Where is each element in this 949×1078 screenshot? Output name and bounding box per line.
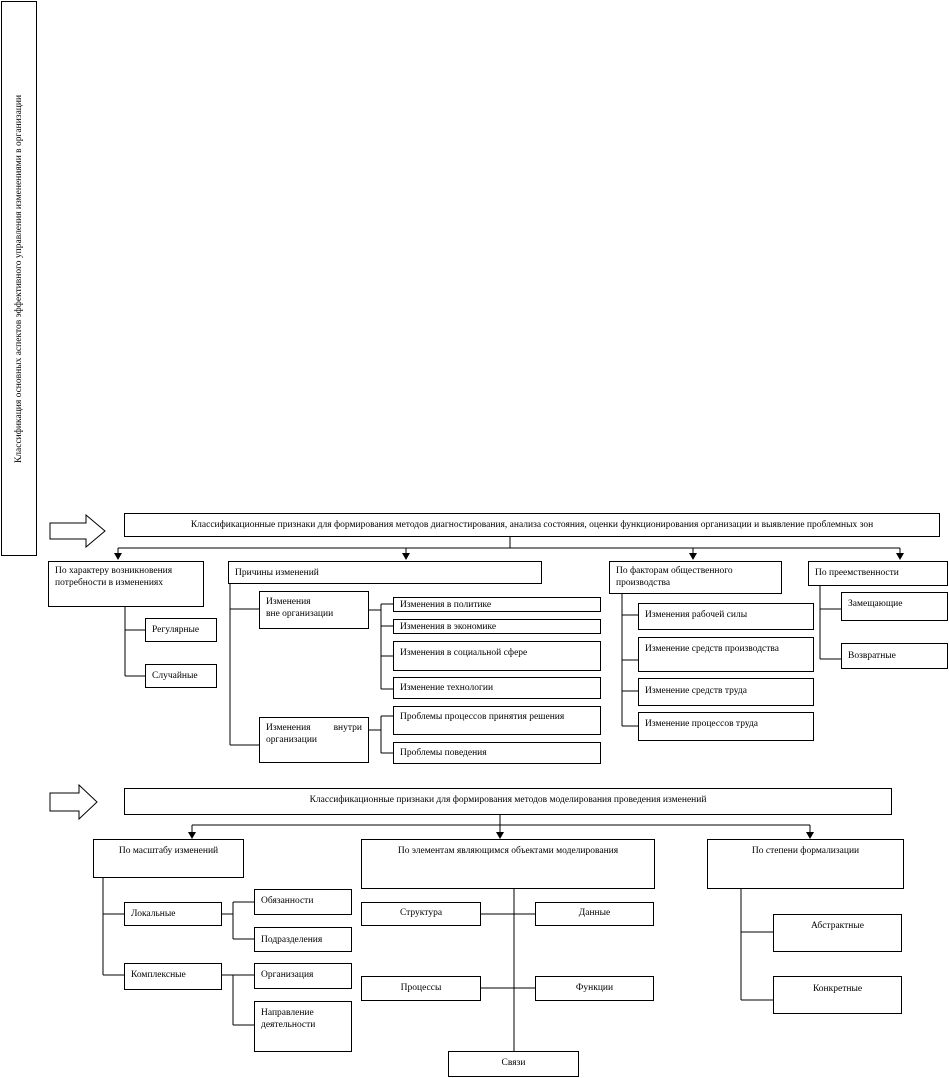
outside-item-social: Изменения в социальной сфере <box>393 641 601 671</box>
element-data: Данные <box>535 902 654 926</box>
formalization-concrete: Конкретные <box>773 976 902 1014</box>
inside-changes-box: Изменения внутри организации <box>259 717 369 763</box>
production-factors-title: По факторам общественного производства <box>609 561 782 594</box>
element-links: Связи <box>448 1051 579 1077</box>
local-departments: Подразделения <box>254 927 352 952</box>
element-structure: Структура <box>361 902 481 926</box>
complex-organization: Организация <box>254 963 352 989</box>
section1-header: Классификационные признаки для формирова… <box>124 513 940 537</box>
factor-labor-processes: Изменение процессов труда <box>638 712 814 741</box>
inside-item-behavior: Проблемы поведения <box>393 742 601 764</box>
factor-means-production: Изменение средств производства <box>638 637 814 672</box>
inside-item-decisions: Проблемы процессов принятия решения <box>393 706 601 735</box>
complex-box: Комплексные <box>124 963 222 990</box>
block-arrow-icon <box>49 784 98 820</box>
inside-changes-line1: Изменения внутри <box>266 723 362 733</box>
formalization-title: По степени формализации <box>707 839 904 889</box>
random-item: Случайные <box>145 664 217 688</box>
modeling-elements-title: По элементам являющимся объектами модели… <box>361 839 655 889</box>
section2-header: Классификационные признаки для формирова… <box>124 788 892 815</box>
continuity-title: По преемственности <box>808 561 948 586</box>
side-title: Классификация основных аспектов эффектив… <box>14 94 24 463</box>
outside-item-economy: Изменения в экономике <box>393 619 601 634</box>
causes-title: Причины изменений <box>228 561 542 584</box>
side-title-box: Классификация основных аспектов эффектив… <box>1 1 37 556</box>
formalization-abstract: Абстрактные <box>773 914 902 952</box>
outside-changes-box: Изменения вне организации <box>259 591 369 629</box>
continuity-returning: Возвратные <box>841 643 948 669</box>
char-occurrence-title: По характеру возникновения потребности в… <box>48 561 204 607</box>
factor-means-labor: Изменение средств труда <box>638 678 814 706</box>
outside-item-technology: Изменение технологии <box>393 677 601 699</box>
element-functions: Функции <box>535 976 654 1001</box>
local-duties: Обязанности <box>254 889 352 915</box>
element-processes: Процессы <box>361 976 481 1001</box>
scale-title: По масштабу изменений <box>93 839 244 878</box>
factor-labor-force: Изменения рабочей силы <box>638 603 814 630</box>
complex-activity-direction: Направление деятельности <box>254 1001 352 1052</box>
block-arrow-icon <box>49 514 106 548</box>
inside-changes-line2: организации <box>266 735 318 745</box>
outside-item-politics: Изменения в политике <box>393 597 601 612</box>
continuity-replacing: Замещающие <box>841 592 948 621</box>
local-box: Локальные <box>124 902 222 926</box>
regular-item: Регулярные <box>145 618 217 642</box>
